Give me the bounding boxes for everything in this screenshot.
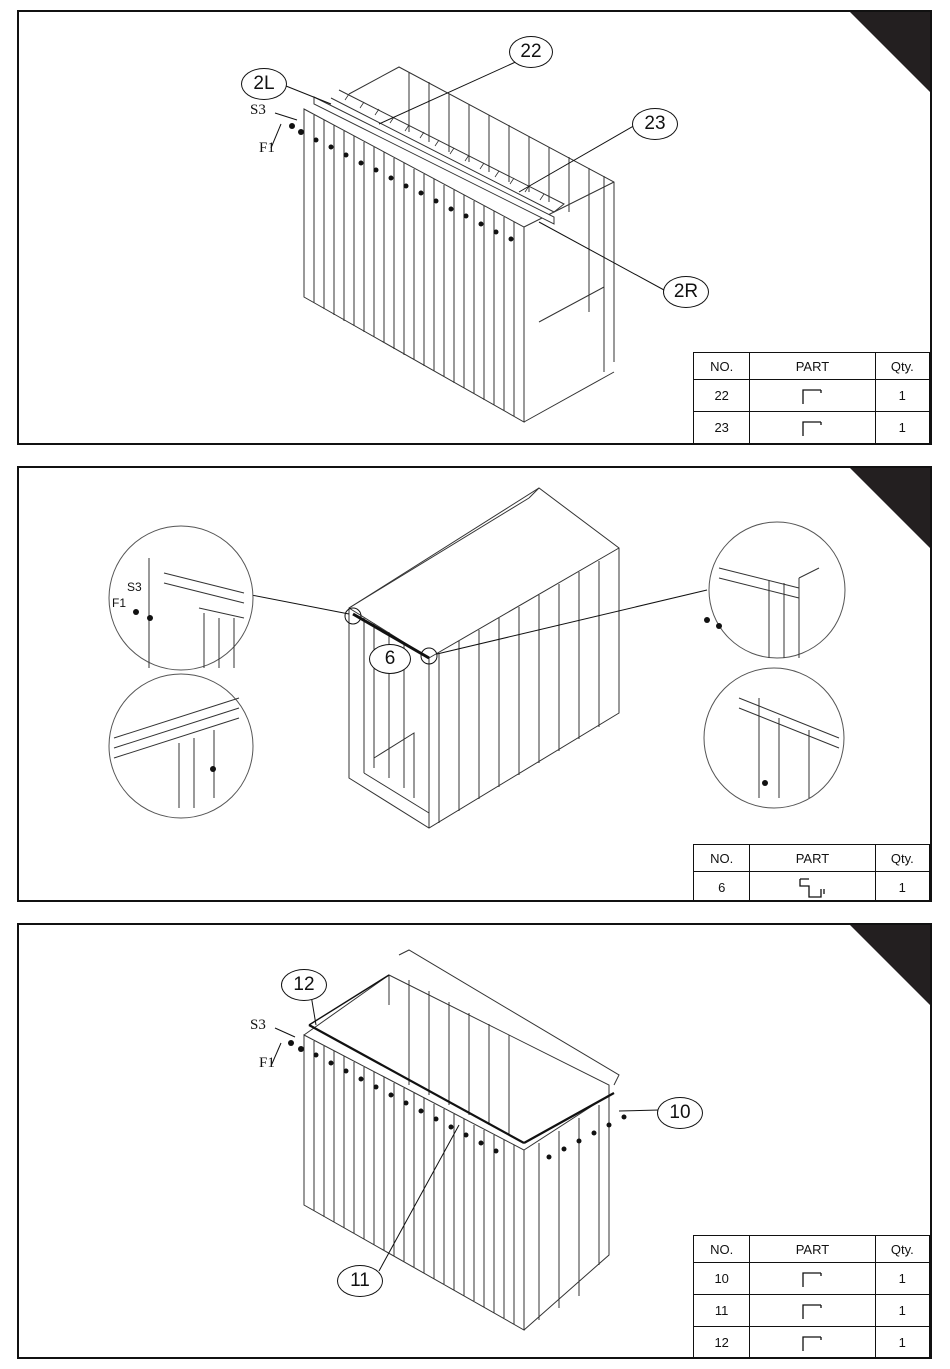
fastener-label-s3: S3 — [127, 580, 142, 594]
angle-bracket-icon — [801, 387, 823, 405]
part-no: 22 — [694, 380, 750, 412]
step-panel-1: 22 23 2L 2R S3 F1 NO. PART Qty. 22 1 23 … — [17, 10, 932, 445]
corner-tab-icon — [850, 468, 930, 548]
part-no: 12 — [694, 1327, 750, 1359]
fastener-label-f1: F1 — [259, 1055, 275, 1072]
callout-23: 23 — [632, 108, 678, 140]
corner-tab-icon — [850, 12, 930, 92]
parts-table-2: NO. PART Qty. 6 1 — [693, 844, 930, 902]
parts-table-3: NO. PART Qty. 10 1 11 1 12 1 — [693, 1235, 930, 1359]
part-no: 6 — [694, 872, 750, 903]
fastener-label-s3: S3 — [250, 1017, 266, 1034]
callout-12: 12 — [281, 969, 327, 1001]
table-row: 12 1 — [694, 1327, 930, 1359]
header-qty: Qty. — [875, 1236, 929, 1263]
callout-22: 22 — [509, 36, 553, 68]
table-row: 10 1 — [694, 1263, 930, 1295]
header-qty: Qty. — [875, 845, 929, 872]
fastener-label-f1: F1 — [112, 596, 126, 610]
table-row: 6 1 — [694, 872, 930, 903]
step-panel-3: 12 10 11 S3 F1 NO. PART Qty. 10 1 11 1 1… — [17, 923, 932, 1359]
callout-11: 11 — [337, 1265, 383, 1297]
callout-2r: 2R — [663, 276, 709, 308]
corner-tab-icon — [850, 925, 930, 1005]
table-row: 23 1 — [694, 412, 930, 444]
table-row: 11 1 — [694, 1295, 930, 1327]
header-qty: Qty. — [875, 353, 929, 380]
header-part: PART — [750, 1236, 875, 1263]
angle-bracket-icon — [801, 419, 823, 437]
part-qty: 1 — [875, 412, 929, 444]
shed-wall-assembly-drawing-2 — [19, 468, 932, 902]
angle-bracket-icon — [801, 1334, 823, 1352]
part-qty: 1 — [875, 1327, 929, 1359]
header-part: PART — [750, 845, 875, 872]
part-qty: 1 — [875, 872, 929, 903]
parts-table-1: NO. PART Qty. 22 1 23 1 — [693, 352, 930, 444]
part-no: 11 — [694, 1295, 750, 1327]
fastener-label-s3: S3 — [250, 102, 266, 119]
table-row: 22 1 — [694, 380, 930, 412]
callout-2l: 2L — [241, 68, 287, 100]
callout-10: 10 — [657, 1097, 703, 1129]
callout-6: 6 — [369, 644, 411, 674]
z-channel-icon — [797, 877, 827, 899]
angle-bracket-icon — [801, 1302, 823, 1320]
part-qty: 1 — [875, 380, 929, 412]
part-qty: 1 — [875, 1263, 929, 1295]
header-no: NO. — [694, 353, 750, 380]
part-no: 10 — [694, 1263, 750, 1295]
step-panel-2: 6 S3 F1 NO. PART Qty. 6 1 — [17, 466, 932, 902]
part-qty: 1 — [875, 1295, 929, 1327]
header-no: NO. — [694, 845, 750, 872]
fastener-label-f1: F1 — [259, 140, 275, 157]
angle-bracket-icon — [801, 1270, 823, 1288]
header-part: PART — [750, 353, 875, 380]
part-no: 23 — [694, 412, 750, 444]
header-no: NO. — [694, 1236, 750, 1263]
